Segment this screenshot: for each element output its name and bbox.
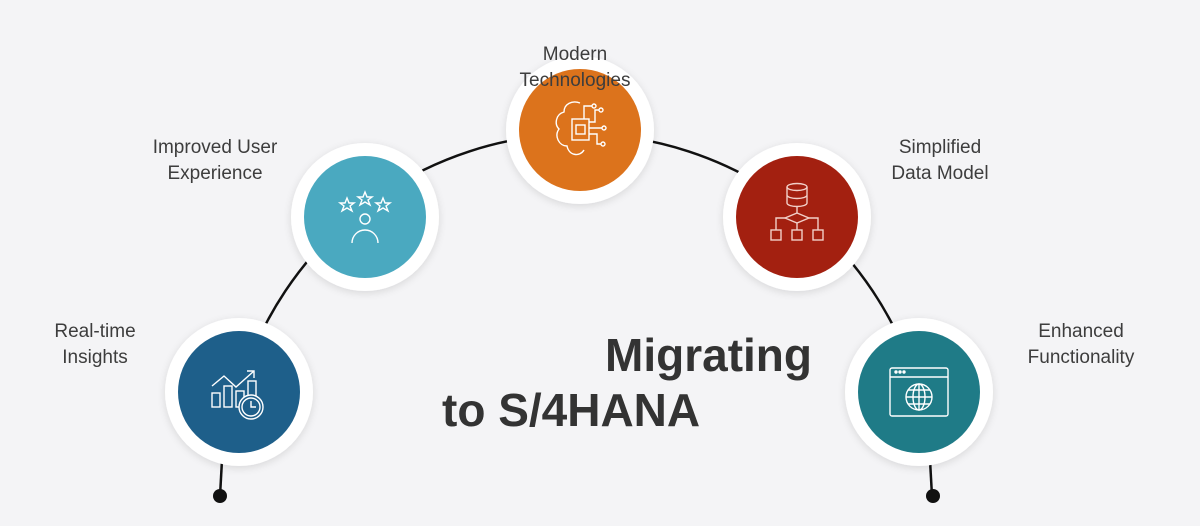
node-circle-realtime [178, 331, 300, 453]
node-circle-ux [304, 156, 426, 278]
cloud-chip-icon [555, 101, 607, 156]
label-line: Experience [167, 163, 263, 184]
label-line: Data Model [891, 163, 989, 184]
label-modern-technologies: Modern Technologies [475, 42, 675, 94]
left-end-dot [213, 489, 227, 503]
label-realtime-insights: Real-time Insights [0, 319, 195, 371]
chart-clock-icon [211, 370, 264, 420]
label-line: Simplified [898, 137, 982, 158]
label-line: Improved User [152, 137, 278, 158]
label-line: Functionality [1027, 347, 1135, 368]
label-line: Insights [62, 347, 128, 368]
browser-globe-icon [889, 367, 949, 417]
label-enhanced-functionality: Enhanced Functionality [981, 319, 1181, 371]
title-line-1: Migrating [605, 329, 812, 381]
right-end-dot [926, 489, 940, 503]
user-stars-icon [337, 190, 393, 244]
label-simplified-data-model: Simplified Data Model [840, 135, 1040, 187]
label-line: Technologies [519, 70, 631, 91]
label-line: Enhanced [1038, 321, 1124, 342]
node-circle-modern [519, 69, 641, 191]
label-line: Modern [542, 44, 608, 65]
node-circle-data [736, 156, 858, 278]
database-hierarchy-icon [770, 182, 824, 241]
title-line-2: to S/4HANA [442, 384, 701, 436]
label-improved-user-experience: Improved User Experience [115, 135, 315, 187]
label-line: Real-time [54, 321, 136, 342]
